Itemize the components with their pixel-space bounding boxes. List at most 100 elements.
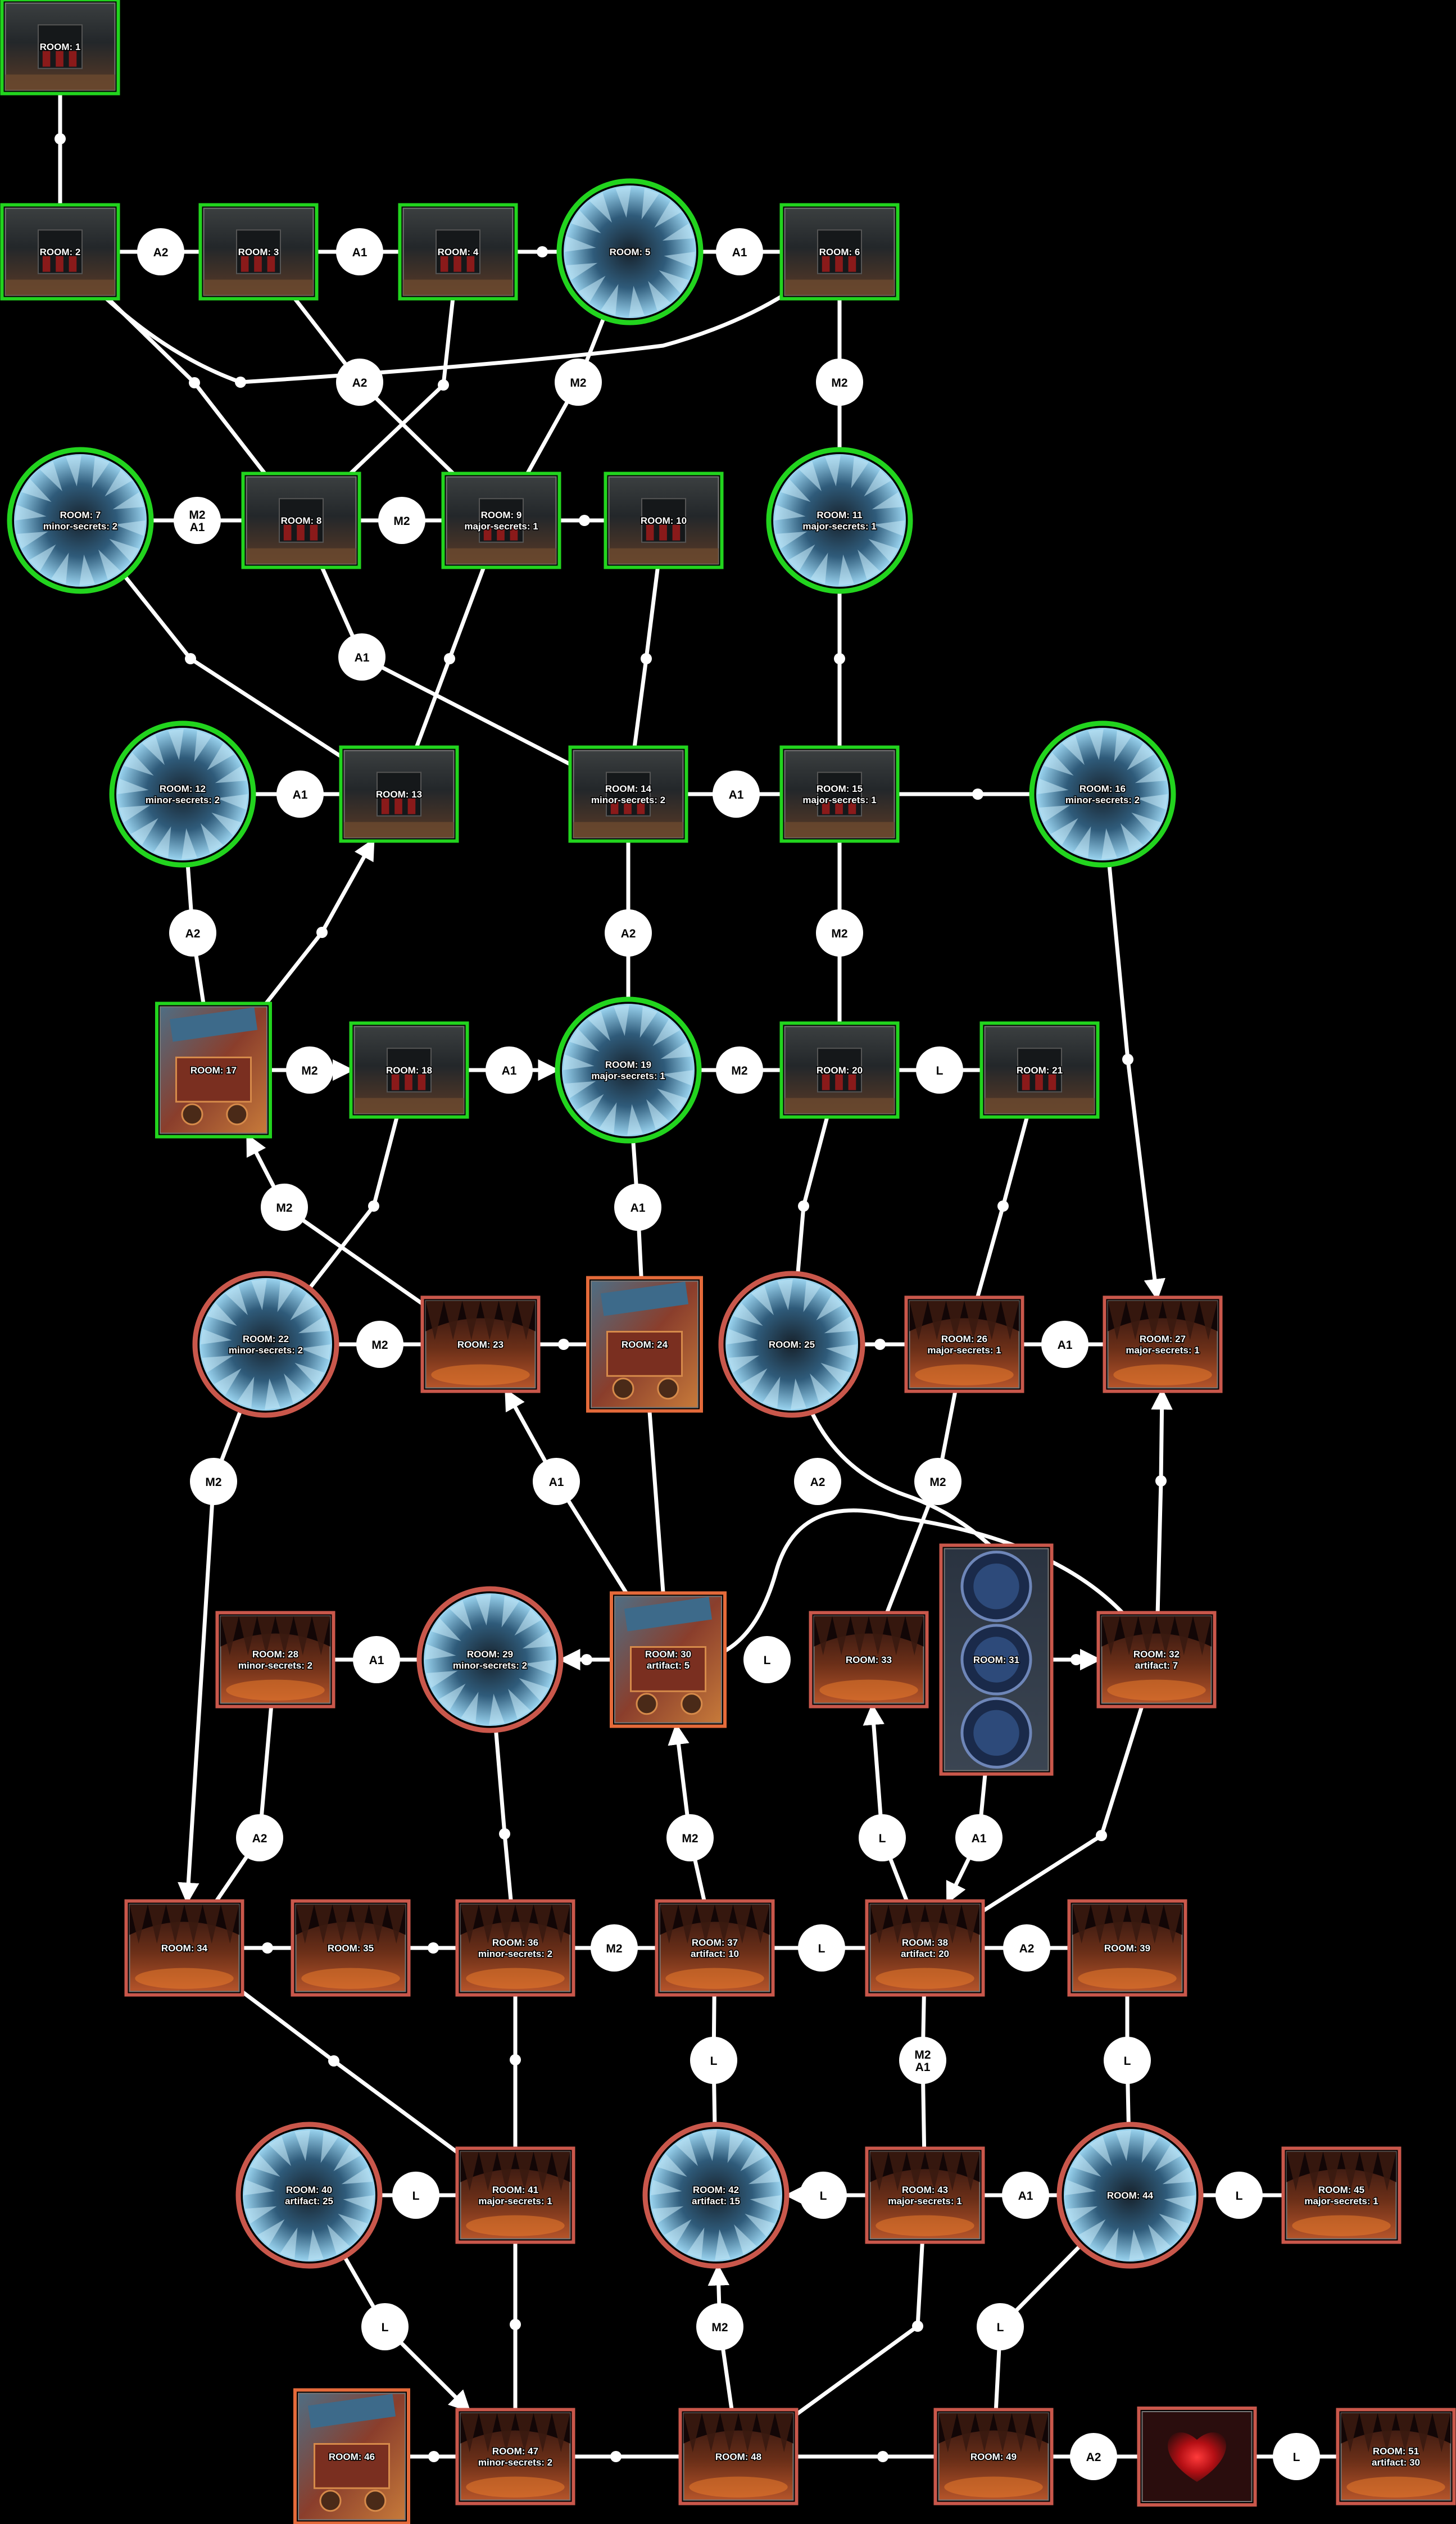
requirement-label: A1: [915, 2061, 931, 2074]
room-35-node[interactable]: ROOM: 35: [291, 1899, 411, 1997]
room-name-label: ROOM: 14: [605, 783, 652, 794]
junction-dot: [972, 789, 983, 800]
room-name-label: ROOM: 43: [902, 2185, 948, 2195]
requirement-badge-25-31: A2: [794, 1458, 841, 1505]
junction-dot: [262, 1942, 273, 1954]
requirement-badge-12-17: A2: [169, 909, 216, 957]
requirement-label: M2: [189, 509, 205, 522]
room-2-node[interactable]: ROOM: 2: [0, 203, 120, 301]
room-name-label: ROOM: 23: [457, 1339, 504, 1350]
room-24-node[interactable]: ROOM: 24: [586, 1276, 703, 1413]
junction-dot: [444, 653, 455, 664]
room-18-node[interactable]: ROOM: 18: [349, 1021, 469, 1119]
requirement-label: A1: [190, 521, 205, 534]
requirement-badge-37-30: M2: [666, 1814, 714, 1861]
junction-dot: [912, 2321, 923, 2332]
connection-6-2: [58, 250, 842, 384]
room-13-node[interactable]: ROOM: 13: [339, 745, 459, 843]
room-48-node[interactable]: ROOM: 48: [678, 2408, 799, 2505]
room-8-node[interactable]: ROOM: 8: [241, 472, 361, 569]
requirement-label: M2: [831, 927, 847, 940]
room-33-node[interactable]: ROOM: 33: [809, 1611, 929, 1709]
room-reward-label: artifact: 25: [285, 2196, 333, 2206]
room-31-node[interactable]: ROOM: 31: [939, 1543, 1054, 1776]
requirement-label: M2: [929, 1476, 946, 1489]
room-17-node[interactable]: ROOM: 17: [155, 1002, 272, 1139]
connection-17-13: [263, 838, 376, 1007]
junction-dot: [189, 377, 200, 388]
requirement-label: A1: [972, 1832, 987, 1845]
room-21-node[interactable]: ROOM: 21: [979, 1021, 1100, 1119]
connection-37-30: [668, 1723, 707, 1904]
room-name-label: ROOM: 46: [329, 2452, 375, 2462]
room-name-label: ROOM: 1: [40, 42, 81, 52]
connection-20-25: [796, 1114, 829, 1276]
room-reward-label: minor-secrets: 2: [43, 521, 117, 532]
room-46-node[interactable]: ROOM: 46: [293, 2388, 410, 2524]
room-name-label: ROOM: 35: [328, 1943, 374, 1954]
junction-dot: [877, 2451, 888, 2462]
room-5-node[interactable]: ROOM: 5: [556, 178, 704, 325]
requirement-label: L: [879, 1832, 886, 1845]
room-44-node[interactable]: ROOM: 44: [1056, 2122, 1204, 2269]
requirement-badge-17-18: M2: [286, 1046, 333, 1094]
requirement-label: A2: [1086, 2451, 1101, 2464]
junction-dot: [428, 1942, 439, 1954]
room-25-node[interactable]: ROOM: 25: [718, 1271, 865, 1418]
room-10-node[interactable]: ROOM: 10: [604, 472, 724, 569]
room-6-node[interactable]: ROOM: 6: [779, 203, 900, 301]
requirement-badge-3-4: A1: [336, 228, 383, 275]
room-50-node[interactable]: [1137, 2407, 1257, 2507]
requirement-label: A1: [502, 1064, 517, 1077]
room-23-node[interactable]: ROOM: 23: [420, 1295, 541, 1393]
room-20-node[interactable]: ROOM: 20: [779, 1021, 900, 1119]
room-reward-label: minor-secrets: 2: [591, 795, 665, 805]
requirement-badge-48-42: M2: [696, 2303, 743, 2350]
requirement-badge-19-20: M2: [716, 1046, 763, 1094]
requirement-label: A2: [810, 1476, 825, 1489]
requirement-badge-43-42: L: [800, 2172, 847, 2219]
requirement-badge-38-33: L: [859, 1814, 906, 1861]
requirement-badge-43-44: A1: [1002, 2172, 1049, 2219]
room-4-node[interactable]: ROOM: 4: [398, 203, 518, 301]
requirement-label: A2: [621, 927, 636, 940]
requirement-label: M2: [606, 1942, 622, 1955]
room-49-node[interactable]: ROOM: 49: [933, 2408, 1054, 2505]
requirement-label: M2: [731, 1064, 747, 1077]
room-39-node[interactable]: ROOM: 39: [1067, 1899, 1187, 1997]
room-3-node[interactable]: ROOM: 3: [198, 203, 319, 301]
room-name-label: ROOM: 47: [492, 2446, 538, 2457]
room-34-node[interactable]: ROOM: 34: [124, 1899, 244, 1997]
requirement-badge-37-42: L: [690, 2037, 737, 2084]
room-name-label: ROOM: 12: [160, 783, 206, 794]
room-name-label: ROOM: 6: [819, 247, 860, 257]
requirement-label: A1: [1018, 2190, 1033, 2203]
junction-dot: [328, 2055, 339, 2067]
room-1-node[interactable]: ROOM: 1: [0, 0, 120, 96]
